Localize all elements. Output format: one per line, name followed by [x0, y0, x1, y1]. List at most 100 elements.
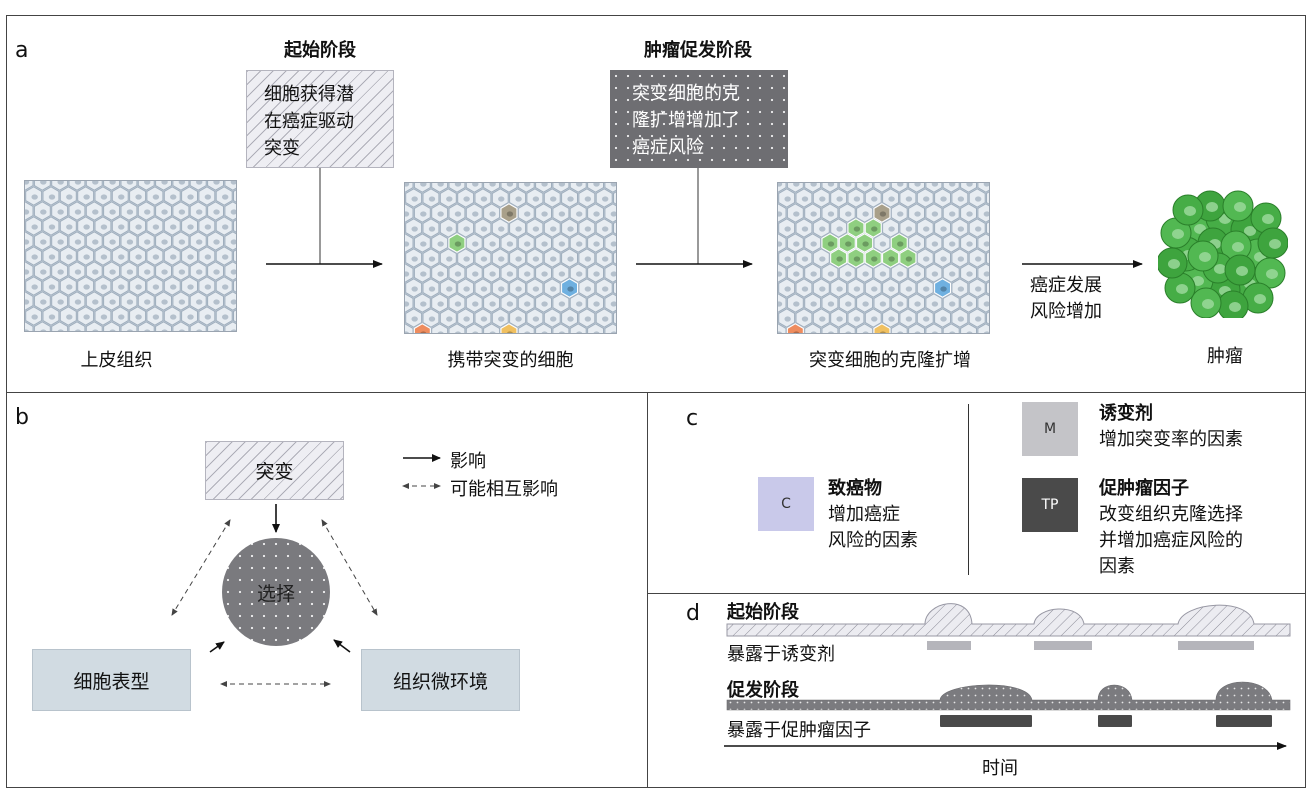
cell: [25, 261, 34, 281]
cell: [587, 183, 604, 193]
cell: [405, 293, 414, 313]
cell-nucleus: [524, 331, 531, 333]
cell-nucleus: [931, 301, 939, 307]
cell-nucleus: [593, 301, 600, 307]
cell: [224, 231, 236, 251]
cell-nucleus: [66, 194, 73, 200]
cell-nucleus: [498, 256, 505, 262]
cell-nucleus: [541, 271, 548, 277]
cell-nucleus: [437, 271, 444, 277]
cell-nucleus: [57, 239, 64, 245]
cell: [778, 293, 787, 313]
cell-nucleus: [480, 286, 488, 292]
cell: [224, 291, 236, 311]
cell-nucleus: [230, 239, 236, 245]
cell-nucleus: [610, 241, 616, 247]
cell-nucleus: [576, 211, 583, 217]
phenotype-box: 细胞表型: [32, 649, 191, 711]
cell-nucleus: [879, 241, 887, 247]
cell-nucleus: [489, 301, 496, 307]
cell-nucleus: [152, 284, 160, 290]
cell-nucleus: [524, 241, 531, 247]
cell-nucleus: [558, 241, 566, 247]
cell: [986, 191, 989, 205]
cell-nucleus: [178, 181, 186, 185]
cell-nucleus: [161, 181, 168, 185]
mutant-cell: [934, 278, 951, 298]
cell-nucleus: [498, 286, 505, 292]
cell-nucleus: [871, 226, 878, 232]
cell-nucleus: [584, 256, 592, 262]
cell: [977, 203, 989, 223]
cell-nucleus: [196, 329, 203, 331]
cell-nucleus: [558, 211, 566, 217]
cell-nucleus: [92, 209, 99, 215]
tumor-cell-nucleus: [1266, 269, 1278, 279]
cell-nucleus: [25, 239, 30, 245]
cell-nucleus: [567, 256, 574, 262]
cell-nucleus: [170, 194, 177, 200]
cell-nucleus: [810, 241, 817, 247]
cell-nucleus: [187, 224, 194, 230]
cell-nucleus: [957, 226, 965, 232]
cell-nucleus: [480, 316, 488, 322]
promoter-exposure-bar-1: [940, 715, 1032, 727]
cell-nucleus: [931, 331, 938, 333]
cell: [856, 323, 874, 333]
cell: [587, 323, 604, 333]
cell-nucleus: [83, 314, 90, 320]
cell: [233, 279, 236, 293]
cell-nucleus: [446, 226, 453, 232]
cell-nucleus: [845, 183, 852, 187]
cell: [838, 183, 856, 193]
cell-nucleus: [126, 209, 134, 215]
cell-nucleus: [57, 181, 64, 185]
cell-nucleus: [480, 256, 488, 262]
cell-nucleus: [819, 196, 826, 202]
cell-nucleus: [196, 299, 203, 305]
cell-nucleus: [25, 209, 30, 215]
cell-nucleus: [196, 209, 203, 215]
phenotype-to-selection-arrow: [209, 641, 225, 653]
cell-nucleus: [610, 183, 616, 187]
cell-nucleus: [957, 316, 965, 322]
mutant-cell: [890, 233, 908, 253]
cell: [552, 323, 570, 333]
cell-nucleus: [411, 256, 418, 262]
cell: [613, 251, 616, 265]
cell-nucleus: [610, 271, 616, 277]
cell-nucleus: [118, 194, 125, 200]
cell-nucleus: [810, 183, 817, 187]
cell-nucleus: [405, 271, 410, 277]
cell-nucleus: [949, 211, 956, 217]
carcinogen-square: C: [758, 477, 814, 531]
cell-nucleus: [405, 331, 409, 333]
cell-nucleus: [118, 254, 125, 260]
tumor-cell-nucleus: [1184, 206, 1196, 216]
cell-nucleus: [793, 301, 800, 307]
cell: [405, 233, 414, 253]
cell-nucleus: [48, 284, 56, 290]
cell-nucleus: [40, 269, 47, 275]
cell-nucleus: [940, 196, 947, 202]
cell-nucleus: [48, 314, 56, 320]
cell-nucleus: [135, 314, 142, 320]
mutation-phenotype-dashed: [171, 519, 231, 616]
cell-nucleus: [974, 316, 982, 322]
cell: [925, 183, 943, 193]
cell-nucleus: [541, 183, 548, 187]
cell-nucleus: [100, 284, 108, 290]
tumor-cell-nucleus: [1229, 302, 1241, 312]
cell: [517, 183, 535, 193]
tumor-cell-nucleus: [1254, 294, 1266, 304]
cell: [778, 203, 787, 223]
cell-nucleus: [576, 183, 583, 187]
cell-nucleus: [454, 301, 462, 307]
cell-nucleus: [109, 239, 116, 245]
cell-nucleus: [778, 331, 782, 333]
cell-nucleus: [135, 224, 142, 230]
tumor-cell-nucleus: [1244, 226, 1256, 236]
cell-nucleus: [144, 181, 151, 185]
cell-nucleus: [109, 181, 116, 185]
cell-nucleus: [879, 271, 887, 277]
